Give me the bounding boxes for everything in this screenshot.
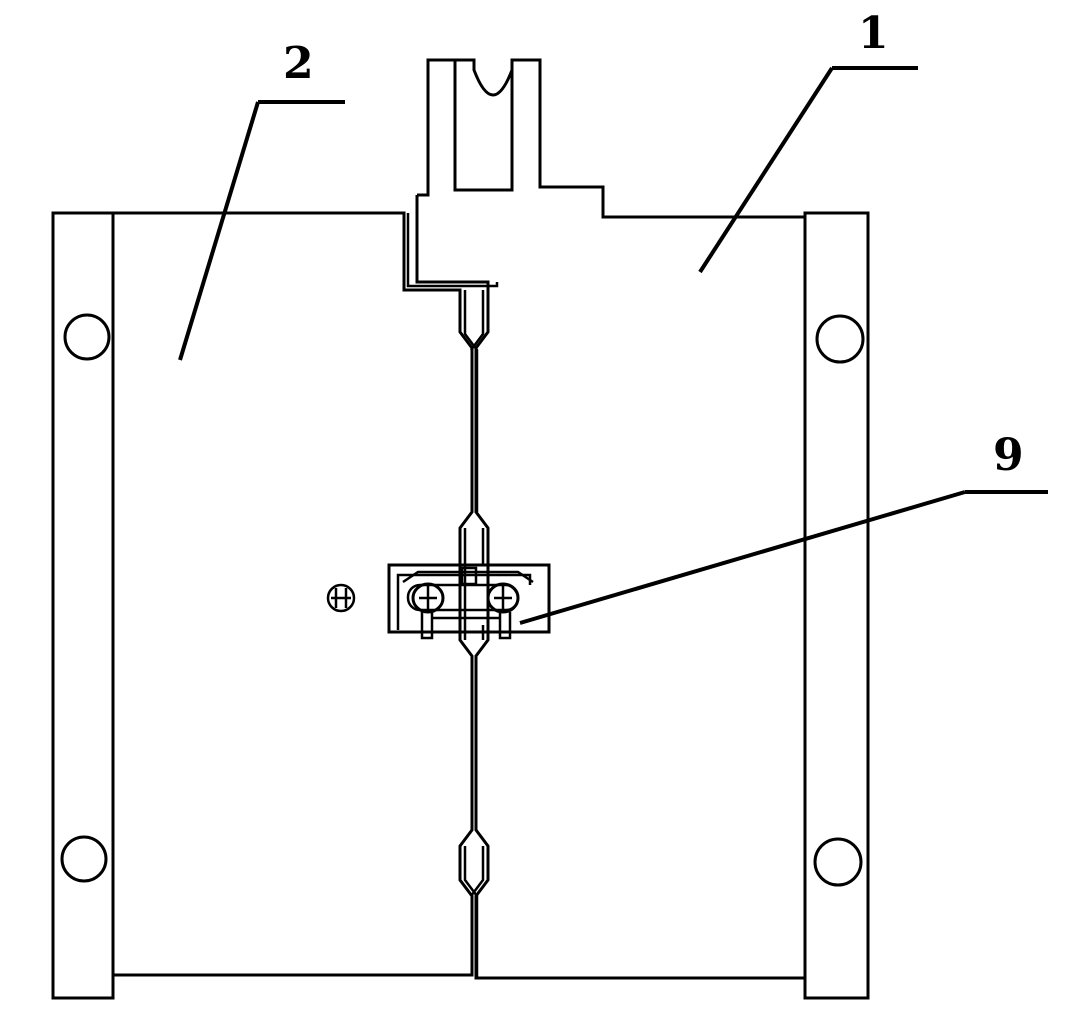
lock-screw-right-icon [486,582,520,614]
left-rail-holes [60,313,111,883]
lock-screw-left-icon [411,582,445,614]
leader-part-9 [519,490,1048,625]
lock-mechanism [387,563,551,640]
left-door-panel [113,211,474,977]
screw-icon [326,583,356,613]
right-rail [803,211,870,1000]
mounting-hole-left-top [63,313,111,361]
mounting-hole-right-top [815,314,865,364]
mounting-hole-right-bottom [813,837,863,887]
callout-part-2: 2 [283,38,314,89]
roller-bracket [406,60,514,288]
left-rail [51,211,115,1000]
right-rail-holes [813,314,865,887]
callout-part-9: 9 [993,430,1024,481]
callout-part-1: 1 [858,8,889,59]
seam-gap [463,290,485,978]
mounting-hole-left-bottom [60,835,108,883]
leader-part-2 [178,100,345,361]
leader-part-1 [698,66,918,274]
